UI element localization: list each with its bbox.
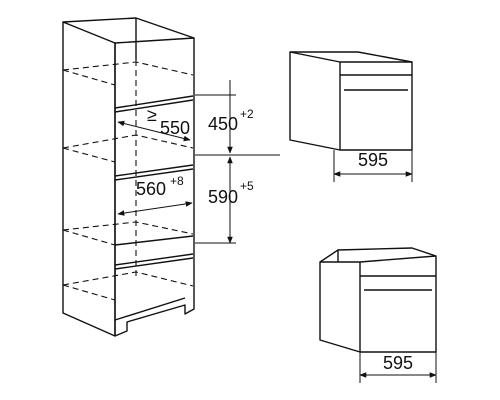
cabinet-bottom	[114, 300, 195, 337]
shelf-1	[114, 95, 194, 109]
shelf-2	[114, 164, 194, 177]
width-tolerance: +8	[170, 174, 184, 188]
shelf-3	[114, 253, 194, 266]
width-value: 560	[136, 179, 166, 199]
tall-cabinet	[62, 17, 195, 337]
cabinet-left-side	[62, 21, 116, 337]
cabinet-hidden-lines	[62, 60, 194, 301]
width-dimension: 560 +8	[117, 174, 193, 216]
lower-height-value: 590	[208, 187, 238, 207]
oven-appliance	[319, 247, 437, 353]
depth-dimension: ≥ 550	[117, 105, 191, 142]
compact-width-value: 595	[358, 150, 388, 170]
upper-height-value: 450	[208, 114, 238, 134]
oven-width-dimension	[359, 352, 437, 383]
lower-height-tolerance: +5	[240, 179, 254, 193]
compact-appliance	[289, 51, 413, 151]
depth-prefix: ≥	[147, 105, 157, 125]
depth-value: 550	[160, 118, 190, 138]
cabinet-top	[62, 17, 195, 44]
compact-width-dimension	[333, 150, 413, 182]
upper-height-tolerance: +2	[240, 107, 254, 121]
height-dimensions	[195, 80, 280, 244]
shelf-plinth	[114, 235, 194, 246]
oven-width-value: 595	[383, 353, 413, 373]
